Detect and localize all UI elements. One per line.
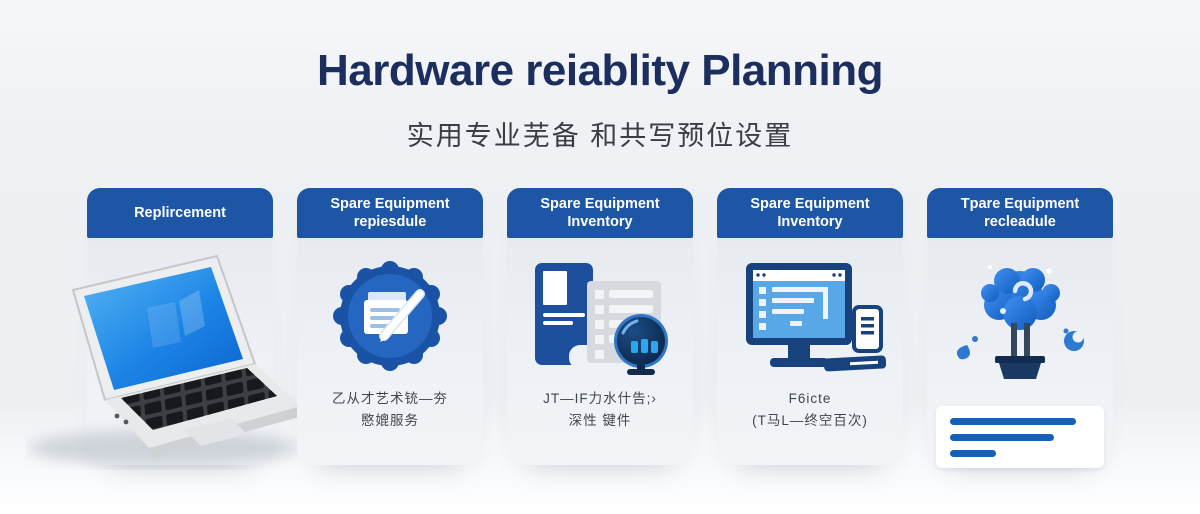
card-inventory1-text-line1: JT—IF力水什告;›: [543, 391, 657, 406]
desktop-computer-icon: [732, 252, 888, 380]
card-spare-equipment-inventory-2: Spare Equipment Inventory: [717, 188, 903, 465]
card-spare-equipment-inventory-1: Spare Equipment Inventory: [507, 188, 693, 465]
card-inventory1-text-line2: 深性 键件: [568, 413, 632, 429]
card-reschedule-header: Tpare Equipment recleadule: [927, 188, 1113, 238]
card-schedule-title: Spare Equipment repiesdule: [330, 195, 450, 230]
gear-edit-document-icon: [328, 252, 452, 380]
card-inventory2-title: Spare Equipment Inventory: [750, 195, 870, 230]
card-inventory1-body: JT—IF力水什告;› 深性 键件: [507, 238, 693, 465]
card-inventory2-body: F6icte (T马L—终空百次): [717, 238, 903, 465]
placeholder-bar-2: [950, 433, 1054, 441]
placeholder-bar-1: [950, 417, 1076, 425]
card-reschedule-body: [927, 238, 1113, 468]
card-inventory2-text-line2: (T马L—终空百次): [752, 413, 868, 429]
card-schedule-text-line2: 愍媲服务: [361, 413, 419, 429]
tree-plant-icon: [945, 252, 1095, 380]
card-reschedule-title: Tpare Equipment recleadule: [960, 195, 1080, 230]
card-schedule-body: 乙从才艺术铳—夯 愍媲服务: [297, 238, 483, 465]
card-inventory1-header: Spare Equipment Inventory: [507, 188, 693, 238]
card-spare-equipment-reschedule: Tpare Equipment recleadule: [927, 188, 1113, 468]
card-replacement-title: Replircement: [134, 204, 226, 221]
card-inventory2-text-line1: F6icte: [788, 391, 832, 406]
cards-row: Replircement: [28, 188, 1113, 468]
card-inventory1-title: Spare Equipment Inventory: [540, 195, 660, 230]
card-schedule-header: Spare Equipment repiesdule: [297, 188, 483, 238]
card-inventory2-header: Spare Equipment Inventory: [717, 188, 903, 238]
placeholder-bar-3: [950, 449, 996, 457]
card-replacement-body: [28, 238, 303, 466]
card-replacement: Replircement: [28, 188, 303, 466]
card-schedule-text-line1: 乙从才艺术铳—夯: [332, 391, 448, 406]
page-title: Hardware reiablity Planning: [317, 46, 884, 95]
page-subtitle: 实用专业芜备 和共写预位设置: [406, 121, 794, 151]
laptop-image: [25, 246, 315, 470]
card-spare-equipment-schedule: Spare Equipment repiesdule: [297, 188, 483, 465]
server-checklist-webcam-icon: [525, 252, 675, 380]
text-placeholder-bars: [936, 406, 1104, 468]
card-replacement-header: Replircement: [87, 188, 273, 238]
card-schedule-text: 乙从才艺术铳—夯 愍媲服务: [332, 388, 448, 433]
card-inventory2-text: F6icte (T马L—终空百次): [752, 388, 868, 433]
card-inventory1-text: JT—IF力水什告;› 深性 键件: [543, 388, 657, 433]
